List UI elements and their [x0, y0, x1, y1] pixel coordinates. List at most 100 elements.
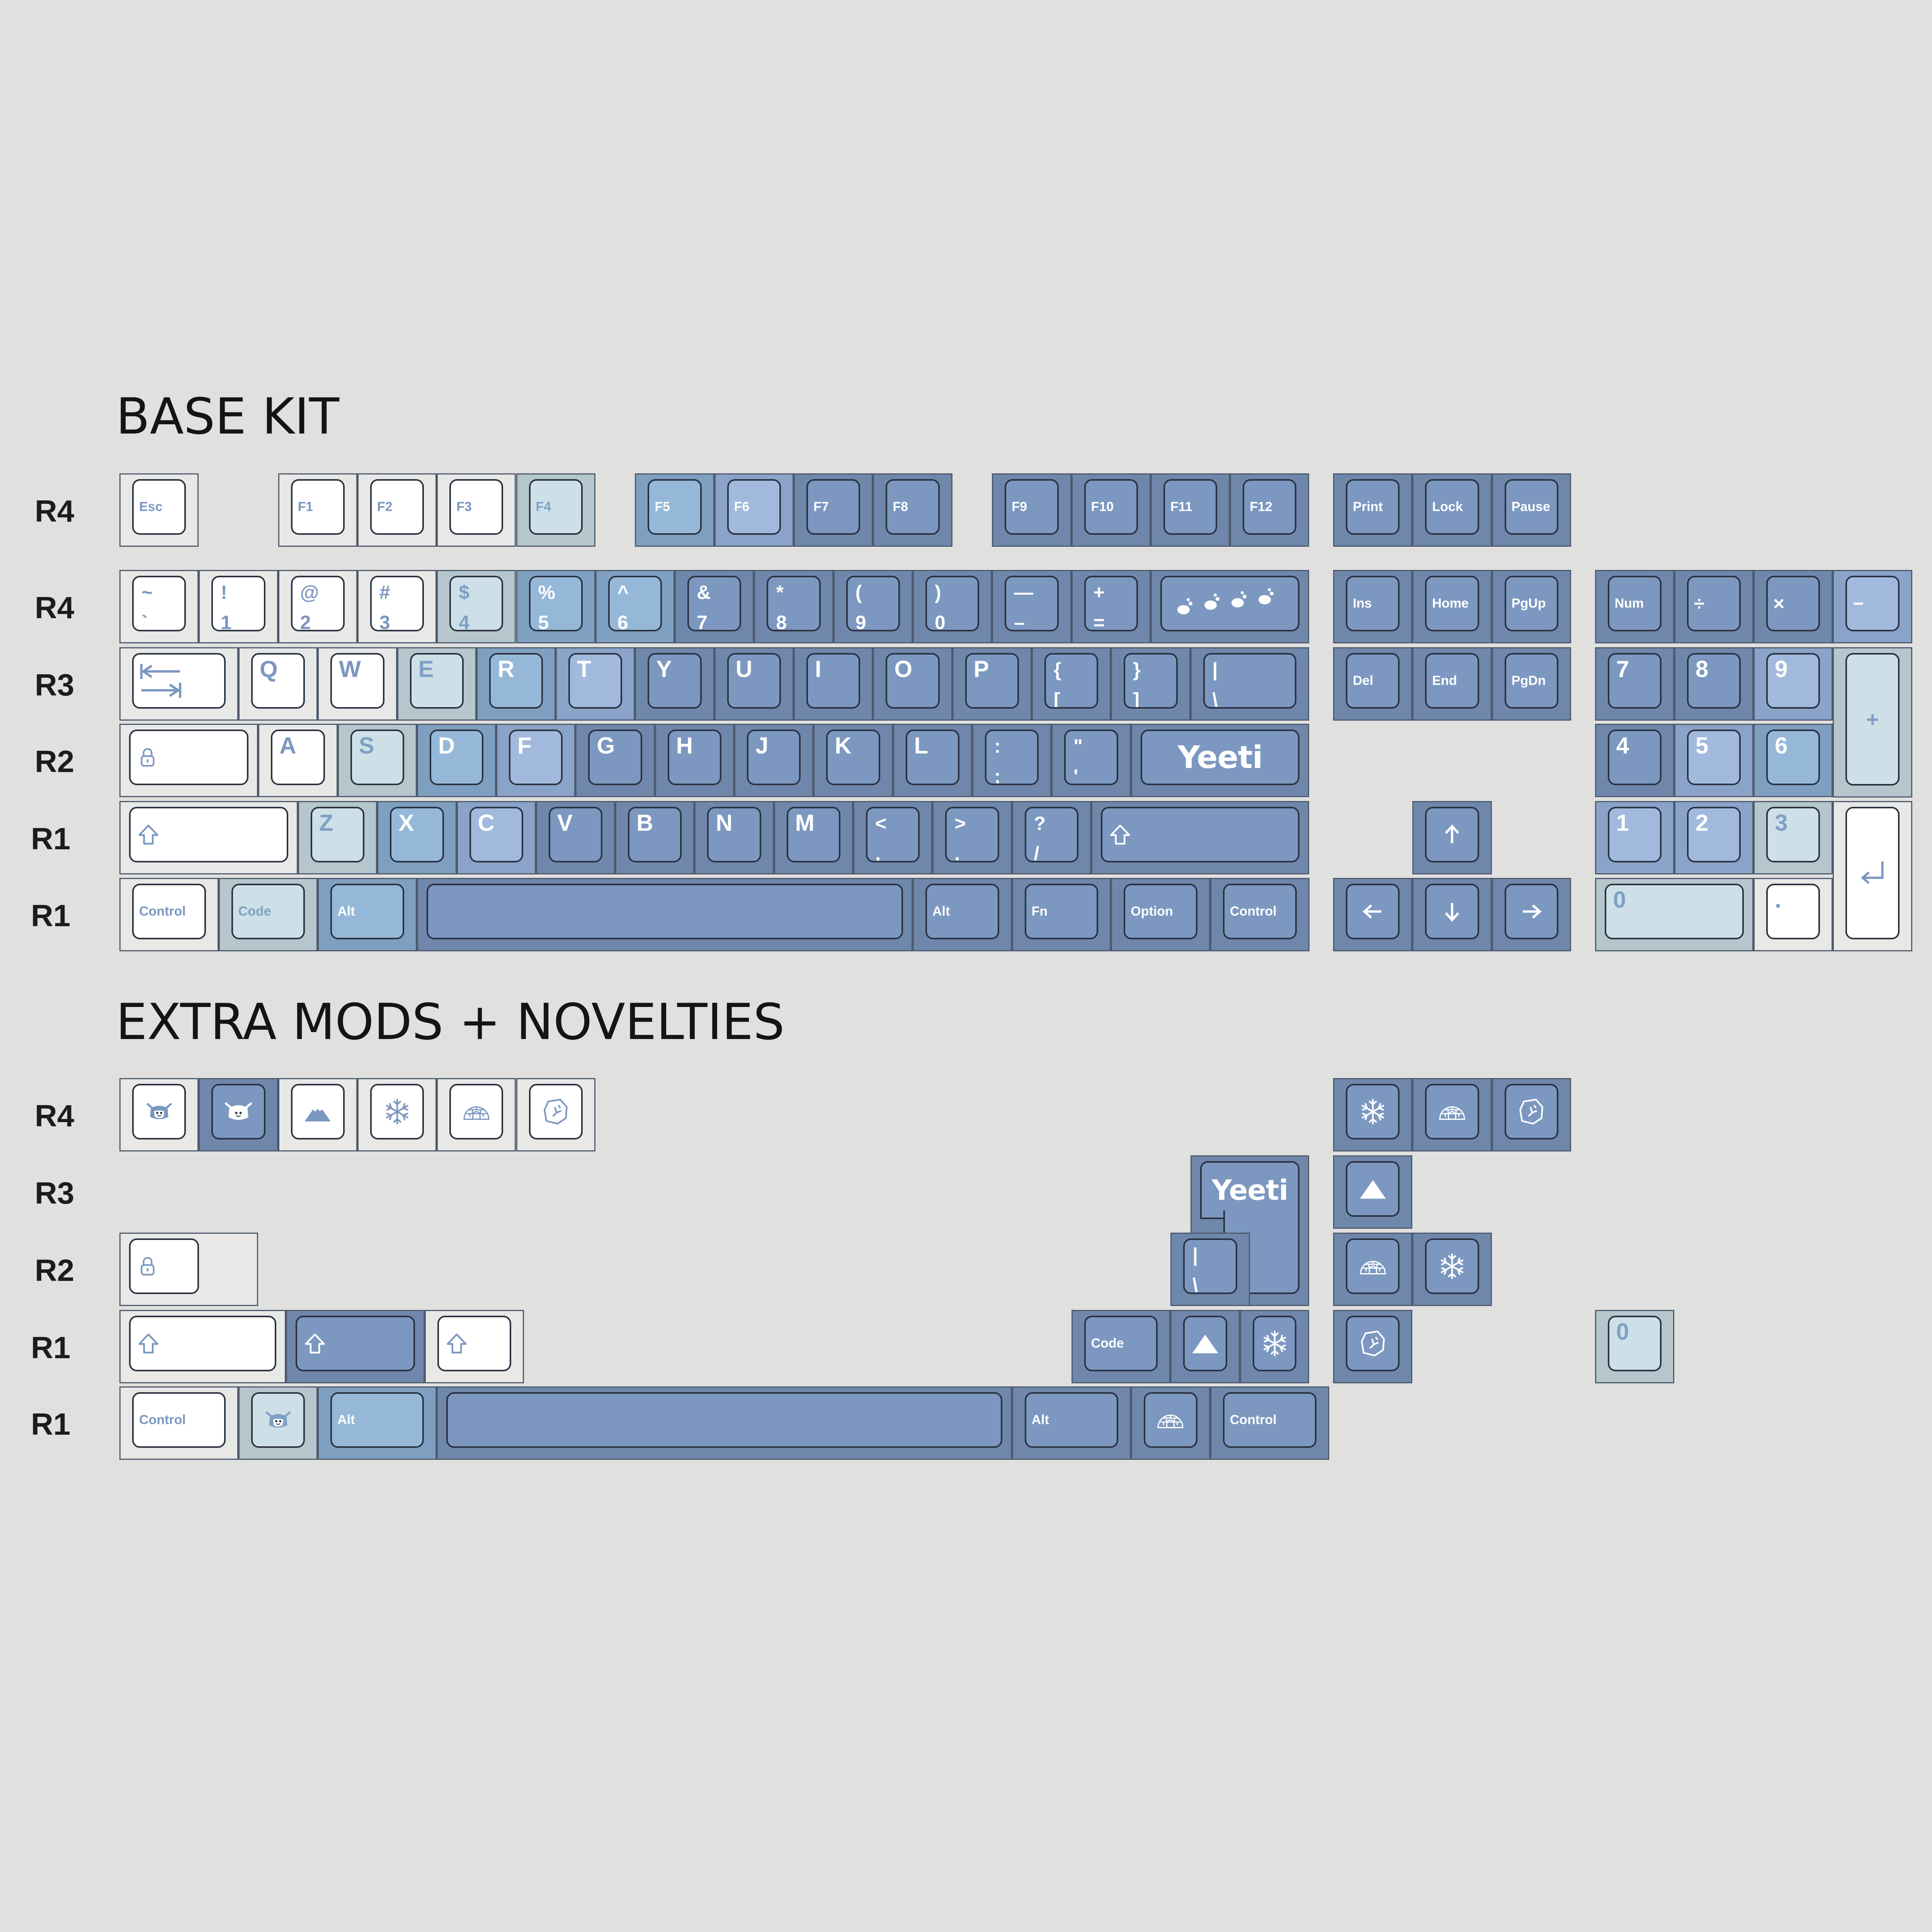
novelty-key — [437, 1078, 516, 1151]
shift-key — [286, 1310, 425, 1383]
novelty-key — [1170, 1310, 1240, 1383]
numpad-key: 1 — [1595, 801, 1674, 874]
key-legend: ! — [221, 582, 227, 603]
number-row-key: )0 — [913, 570, 992, 643]
letter-key: H — [655, 724, 735, 797]
yeti-icon — [264, 1406, 292, 1434]
number-row-key: (9 — [833, 570, 913, 643]
punct-key: <, — [853, 801, 933, 874]
novelty-key — [1492, 1078, 1571, 1151]
snowflake-icon — [1359, 1098, 1387, 1126]
row-label: R1 — [31, 821, 71, 856]
igloo-icon — [1156, 1406, 1184, 1434]
letter-key: D — [417, 724, 497, 797]
modifier-key: Alt — [318, 1386, 437, 1460]
arrow-icon — [1440, 900, 1464, 923]
snowflake-icon — [383, 1098, 411, 1126]
backslash-key: |\ — [1190, 647, 1310, 721]
number-row-key: #3 — [357, 570, 437, 643]
key-legend: E — [418, 656, 434, 682]
key-legend: O — [894, 656, 913, 682]
key-legend: F12 — [1250, 499, 1272, 514]
key-legend: = — [1093, 612, 1105, 631]
number-row-key: !1 — [199, 570, 278, 643]
key-legend: N — [716, 810, 733, 836]
key-legend: G — [597, 733, 615, 759]
numpad-decimal-key: . — [1753, 878, 1833, 951]
key-legend: 9 — [855, 612, 866, 631]
f12-key: F12 — [1230, 473, 1310, 547]
key-legend: > — [954, 813, 966, 834]
key-legend: 0 — [935, 612, 946, 631]
novelty-key — [1333, 1155, 1413, 1229]
bracket-key: {[ — [1031, 647, 1111, 721]
letter-key: B — [615, 801, 695, 874]
shift-icon — [138, 824, 159, 845]
igloo-icon — [1359, 1252, 1387, 1280]
rock-icon — [542, 1098, 570, 1126]
key-legend: 0 — [1613, 887, 1626, 913]
key-legend: 2 — [300, 612, 311, 631]
letter-key: I — [794, 647, 873, 721]
f11-key: F11 — [1150, 473, 1230, 547]
key-legend: T — [577, 656, 591, 682]
key-legend: | — [1212, 659, 1218, 680]
key-legend: [ — [1053, 689, 1060, 709]
f2-key: F2 — [357, 473, 437, 547]
key-legend: F11 — [1170, 499, 1192, 514]
key-legend: F9 — [1012, 499, 1027, 514]
left-shift-key — [119, 1310, 286, 1383]
key-legend: ~ — [141, 582, 153, 603]
mountain-icon — [1359, 1175, 1387, 1203]
key-legend: 1 — [221, 612, 232, 631]
f5-key: F5 — [635, 473, 714, 547]
left-shift-key — [119, 801, 298, 874]
base-kit-title: BASE KIT — [116, 388, 340, 446]
row-label: R4 — [35, 590, 75, 625]
letter-key: C — [456, 801, 536, 874]
arrow-up-key — [1412, 801, 1492, 874]
key-legend: 1 — [1616, 810, 1629, 836]
key-legend: , — [875, 843, 881, 862]
key-legend: { — [1053, 659, 1061, 680]
numpad-key: 2 — [1674, 801, 1754, 874]
key-legend: K — [835, 733, 852, 759]
row-label: R1 — [31, 1407, 71, 1441]
key-legend: F5 — [655, 499, 670, 514]
key-legend: Num — [1614, 596, 1644, 611]
numpad-zero-key: 0 — [1595, 1310, 1674, 1383]
key-legend: B — [636, 810, 653, 836]
arrow-up-icon — [1440, 823, 1464, 846]
key-legend: Code — [238, 904, 271, 919]
letter-key: Z — [298, 801, 378, 874]
novelty-key — [1240, 1310, 1310, 1383]
key-legend: F6 — [734, 499, 750, 514]
numpad-key: 4 — [1595, 724, 1674, 797]
shift-icon — [138, 1333, 159, 1354]
number-row-key: @2 — [278, 570, 357, 643]
key-legend: 8 — [1695, 656, 1709, 682]
key-legend: W — [339, 656, 361, 682]
key-legend: : — [994, 735, 1001, 757]
f10-key: F10 — [1071, 473, 1151, 547]
numpad-key: − — [1833, 570, 1912, 643]
yeti-icon — [145, 1098, 173, 1126]
nav-key: PgUp — [1492, 570, 1571, 643]
key-legend: < — [875, 813, 887, 834]
key-legend: ^ — [617, 582, 629, 603]
modifier-key: Control — [119, 878, 219, 951]
key-legend: + — [1866, 707, 1879, 731]
mountain-icon — [304, 1098, 332, 1126]
key-legend: F1 — [298, 499, 313, 514]
nav-key: Print — [1333, 473, 1413, 547]
novelty-key — [119, 1078, 199, 1151]
rock-icon — [1517, 1098, 1545, 1126]
code-key: Code — [1071, 1310, 1171, 1383]
row-label: R1 — [31, 898, 71, 933]
arrow-icon — [1520, 900, 1543, 923]
key-legend: 2 — [1695, 810, 1709, 836]
key-legend: F7 — [813, 499, 829, 514]
key-legend: Alt — [1031, 1412, 1049, 1427]
enter-key: Yeeti — [1131, 724, 1310, 797]
right-shift-key — [1091, 801, 1310, 874]
